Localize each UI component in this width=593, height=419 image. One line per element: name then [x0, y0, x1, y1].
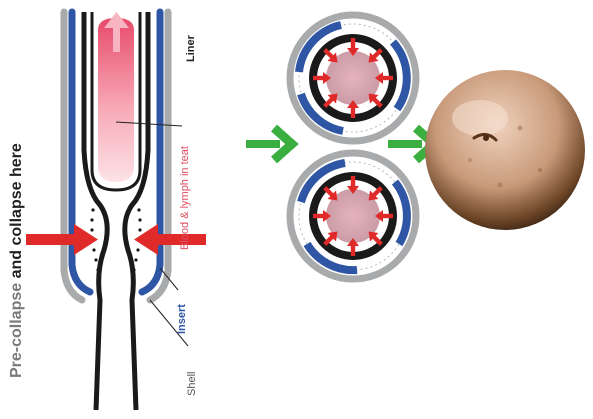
blood-lymph-fill — [98, 18, 134, 182]
collapse-here-text: and collapse here — [8, 143, 25, 279]
teat-end-photo — [425, 70, 585, 230]
liner-label: Liner — [185, 35, 197, 62]
insert-wall-right — [138, 8, 164, 296]
liner-wall-left — [81, 12, 110, 411]
collapse-zone-label: Pre-collapse and collapse here — [8, 143, 26, 378]
right-arrow-icon — [246, 124, 299, 164]
teat-outline — [90, 12, 142, 192]
blood-leader-line — [115, 121, 183, 127]
cross-section-top — [286, 11, 420, 145]
shell-label: Shell — [186, 371, 198, 396]
pre-collapse-dots — [90, 198, 142, 272]
insert-wall-left — [68, 8, 94, 296]
shell-wall-left — [60, 8, 86, 304]
shell-wall-right — [146, 8, 172, 304]
upward-flow-arrow — [104, 12, 129, 52]
insert-label: Insert — [176, 304, 188, 334]
pressure-arrow-icon — [26, 224, 98, 255]
cross-section-bottom — [286, 149, 420, 283]
pre-collapse-text: Pre-collapse — [8, 282, 25, 378]
pressure-arrow-icon — [134, 224, 206, 255]
blood-lymph-label: Blood & lymph in teat — [179, 146, 191, 250]
teat-cup-section — [26, 8, 206, 411]
shell-leader-line — [149, 299, 189, 347]
insert-leader-line — [159, 267, 179, 291]
liner-wall-right — [122, 12, 151, 411]
